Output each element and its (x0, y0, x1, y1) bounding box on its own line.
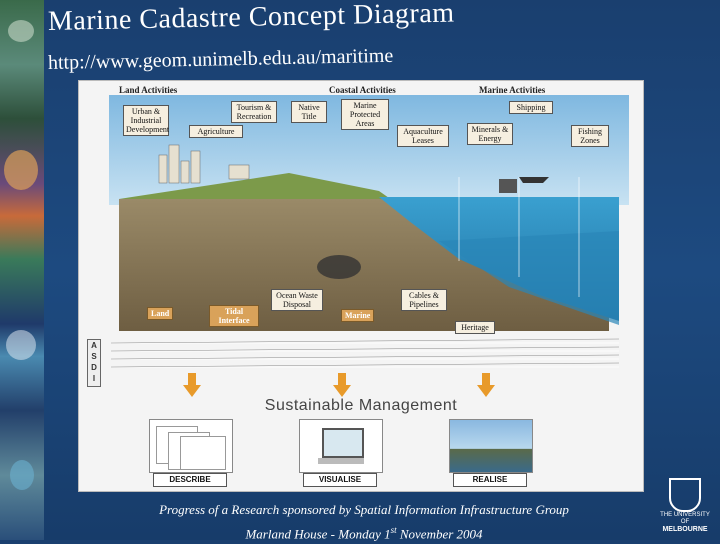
caption-date-suffix: November 2004 (397, 526, 483, 541)
asdi-letter: D (88, 362, 100, 373)
label-tourism: Tourism & Recreation (231, 101, 277, 123)
label-heritage: Heritage (455, 321, 495, 334)
sustainable-management-title: Sustainable Management (79, 397, 643, 415)
label-marine-protected: Marine Protected Areas (341, 99, 389, 130)
arrow-down-icon (333, 385, 351, 397)
label-cables: Cables & Pipelines (401, 289, 447, 311)
describe-label: DESCRIBE (153, 473, 227, 487)
label-minerals: Minerals & Energy (467, 123, 513, 145)
zone-marine: Marine (341, 309, 374, 322)
label-urban: Urban & Industrial Development (123, 105, 169, 136)
logo-text-line-1: THE UNIVERSITY OF (656, 512, 714, 526)
asdi-letter: I (88, 373, 100, 384)
logo-text-line-2: MELBOURNE (656, 526, 714, 533)
asdi-label: A S D I (87, 339, 101, 387)
arrow-down-icon (477, 385, 495, 397)
asdi-letter: S (88, 351, 100, 362)
slide-url: http://www.geom.unimelb.edu.au/maritime (48, 45, 394, 75)
label-native-title: Native Title (291, 101, 327, 123)
slide-caption: Progress of a Research sponsored by Spat… (86, 500, 642, 544)
oil-platform (499, 179, 517, 193)
university-crest-icon (669, 478, 701, 512)
label-fishing: Fishing Zones (571, 125, 609, 147)
realise-photo-thumbnail (449, 419, 533, 473)
satellite-image-strip (0, 0, 44, 540)
visualise-computer-thumbnail (299, 419, 383, 473)
header-coastal-activities: Coastal Activities (329, 85, 396, 95)
asdi-letter: A (88, 340, 100, 351)
describe-document-thumbnail (149, 419, 233, 473)
label-aquaculture: Aquaculture Leases (397, 125, 449, 147)
realise-label: REALISE (453, 473, 527, 487)
visualise-label: VISUALISE (303, 473, 377, 487)
caption-line-1: Progress of a Research sponsored by Spat… (86, 500, 642, 520)
header-land-activities: Land Activities (119, 85, 177, 95)
ocean-waste-mound (317, 255, 361, 279)
slide-title: Marine Cadastre Concept Diagram (48, 0, 455, 38)
caption-line-2: Marland House - Monday 1st November 2004 (86, 520, 642, 544)
zone-land: Land (147, 307, 173, 320)
concept-diagram: Land Activities Coastal Activities Marin… (78, 80, 644, 492)
label-ocean-waste: Ocean Waste Disposal (271, 289, 323, 311)
label-shipping: Shipping (509, 101, 553, 114)
label-agriculture: Agriculture (189, 125, 243, 138)
arrow-down-icon (183, 385, 201, 397)
zone-tidal-interface: Tidal Interface (209, 305, 259, 327)
university-logo: THE UNIVERSITY OF MELBOURNE (656, 478, 714, 538)
header-marine-activities: Marine Activities (479, 85, 545, 95)
caption-date-prefix: Marland House - Monday 1 (245, 526, 390, 541)
